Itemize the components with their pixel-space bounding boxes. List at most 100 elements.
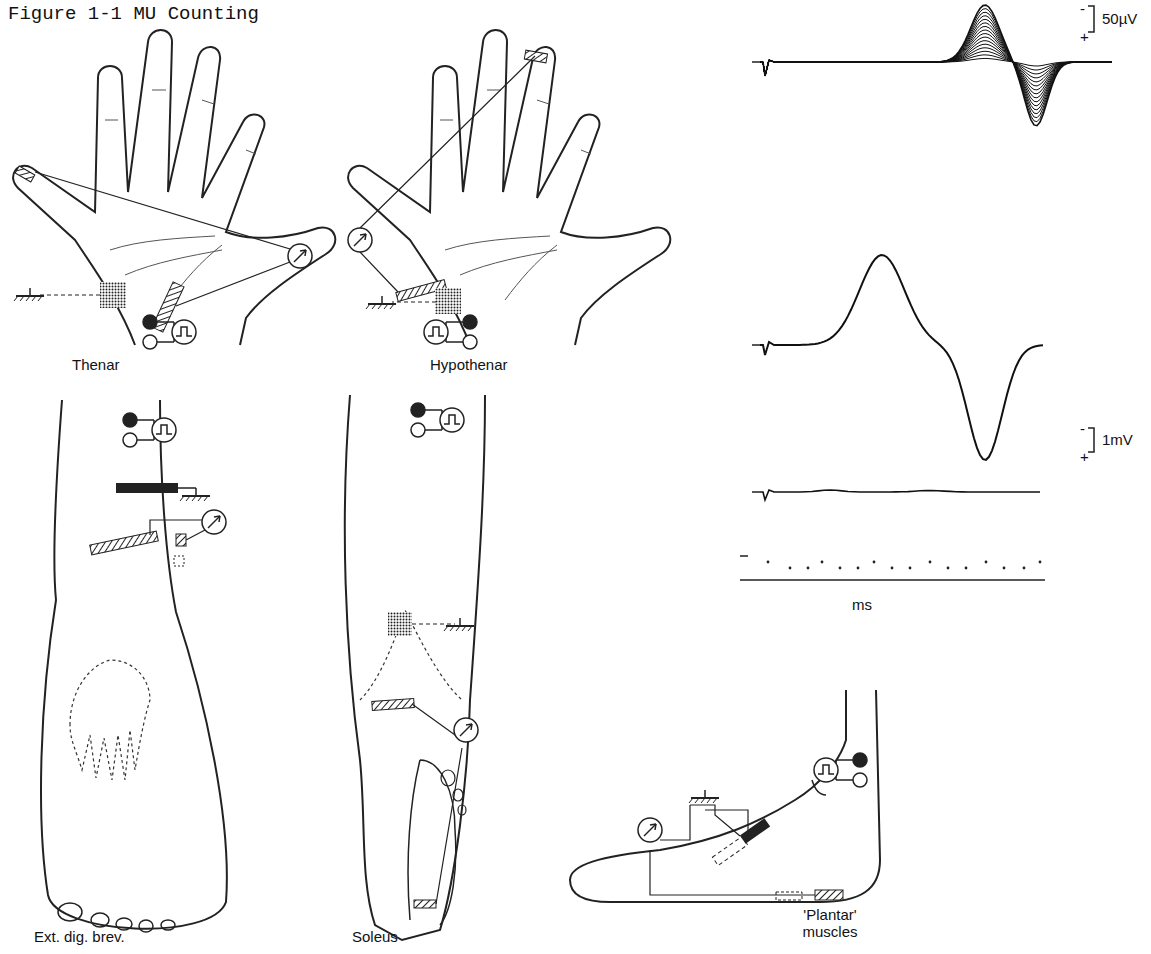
drawing-use xyxy=(814,753,867,787)
drawing-path xyxy=(1088,6,1094,32)
figure-title: Figure 1-1 MU Counting xyxy=(8,4,259,26)
drawing-path xyxy=(40,294,100,295)
drawing-path xyxy=(70,660,150,780)
drawing-use xyxy=(424,315,477,349)
drawing-path xyxy=(408,760,456,925)
drawing-ellipse xyxy=(91,913,109,927)
trace-line xyxy=(760,30,1112,98)
trace-line xyxy=(760,12,1112,117)
polarity-mark: - xyxy=(1080,420,1085,437)
polarity-mark: - xyxy=(1080,0,1085,17)
trace-line xyxy=(760,44,1112,82)
drawing-use xyxy=(123,413,176,447)
drawing-use xyxy=(143,315,196,349)
trace-line xyxy=(760,5,1112,126)
trace-line xyxy=(760,37,1112,90)
drawing-rect xyxy=(116,483,178,493)
time-dot xyxy=(1039,561,1042,564)
trace-line xyxy=(760,19,1112,109)
trace-line xyxy=(760,34,1112,94)
trace-line xyxy=(760,27,1112,102)
drawing-rect xyxy=(176,534,186,546)
drawing-line xyxy=(748,579,1045,581)
drawing-use xyxy=(348,228,372,252)
drawing-path xyxy=(690,805,748,836)
drawing-ellipse xyxy=(58,903,82,921)
time-dot xyxy=(929,561,932,564)
trace-line xyxy=(760,255,1043,460)
drawing-path xyxy=(360,610,462,700)
drawing-g xyxy=(58,903,175,932)
part-label: 'Plantar' muscles xyxy=(782,906,878,941)
drawing-g xyxy=(760,5,1112,569)
time-dot xyxy=(1023,567,1026,570)
time-dot xyxy=(789,567,792,570)
drawing-path xyxy=(41,400,227,929)
drawing-rect xyxy=(372,699,415,711)
trace-line xyxy=(760,48,1112,78)
trace-line xyxy=(760,9,1112,122)
part-label: Ext. dig. brev. xyxy=(34,928,125,945)
drawing-rect xyxy=(740,818,770,843)
drawing-use xyxy=(14,288,44,301)
drawing-rect xyxy=(815,890,843,900)
scale-label: 50µV xyxy=(1102,10,1137,27)
part-label: Soleus xyxy=(352,928,398,945)
drawing-ellipse xyxy=(139,920,153,932)
drawing-path xyxy=(412,623,455,624)
part-label: Hypothenar xyxy=(430,356,508,373)
time-dot xyxy=(965,567,968,570)
drawing-use xyxy=(366,296,396,309)
drawing-use xyxy=(411,403,464,437)
drawing-use xyxy=(638,818,662,842)
drawing-use xyxy=(689,790,719,803)
drawing-rect xyxy=(90,531,159,555)
drawing-use xyxy=(13,30,335,345)
time-dot xyxy=(873,561,876,564)
time-dot xyxy=(1003,567,1006,570)
drawing-rect xyxy=(524,50,547,63)
drawing-rect xyxy=(15,166,35,182)
time-dot xyxy=(891,567,894,570)
drawing-path xyxy=(35,172,300,306)
drawing-use xyxy=(180,488,210,501)
time-dot xyxy=(821,561,824,564)
time-dot xyxy=(839,567,842,570)
drawing-use xyxy=(202,510,226,534)
drawing-ellipse xyxy=(161,920,175,930)
time-dot xyxy=(909,567,912,570)
scale-label: 1mV xyxy=(1102,431,1133,448)
time-dot xyxy=(807,567,810,570)
polarity-mark: + xyxy=(1080,28,1089,45)
drawing-g xyxy=(424,315,477,349)
drawing-g xyxy=(814,753,867,787)
drawing-ellipse xyxy=(441,770,455,786)
trace-line xyxy=(760,490,1040,500)
trace-line xyxy=(760,41,1112,86)
drawing-rect xyxy=(100,282,126,308)
drawing-path xyxy=(360,56,535,292)
drawing-rect xyxy=(435,288,461,314)
drawing-path xyxy=(174,556,184,566)
drawing-path xyxy=(1088,428,1094,452)
drawing-path xyxy=(345,395,485,940)
drawing-path xyxy=(392,301,436,302)
drawing-use xyxy=(454,718,478,742)
drawing-path xyxy=(570,690,880,902)
drawing-line xyxy=(178,487,196,489)
axis-label: ms xyxy=(852,596,872,613)
time-dot xyxy=(767,561,770,564)
part-label: Thenar xyxy=(72,356,120,373)
time-dot xyxy=(857,567,860,570)
drawing-use xyxy=(288,244,312,268)
trace-line xyxy=(760,23,1112,106)
drawing-use xyxy=(444,618,474,631)
time-dot xyxy=(947,567,950,570)
drawing-g xyxy=(441,770,466,815)
trace-line xyxy=(760,16,1112,114)
drawing-path xyxy=(740,62,760,580)
drawing-path xyxy=(150,520,205,540)
drawing-ellipse xyxy=(458,805,466,815)
